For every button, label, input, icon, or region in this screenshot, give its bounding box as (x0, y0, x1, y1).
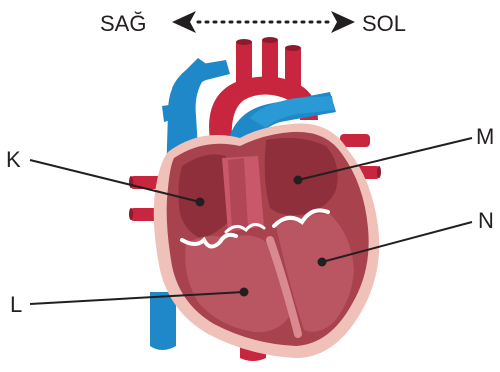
marker-l (240, 288, 249, 297)
marker-m (294, 176, 303, 185)
arrow-left-icon (172, 11, 196, 33)
arrow-right-icon (331, 11, 355, 33)
label-n: N (478, 208, 494, 233)
artery-opening-1 (236, 39, 252, 45)
brachiocephalic-artery (236, 40, 252, 90)
carotid-artery (262, 38, 278, 84)
label-k: K (6, 147, 21, 172)
subclavian-artery (285, 46, 301, 90)
label-m: M (476, 124, 494, 149)
direction-right-label: SOL (362, 11, 406, 36)
vein-opening-3 (377, 166, 381, 178)
label-l: L (10, 292, 22, 317)
vein-opening-2 (129, 208, 133, 220)
artery-opening-3 (285, 45, 301, 51)
heart-illustration (129, 37, 381, 361)
marker-k (196, 198, 205, 207)
marker-n (318, 258, 327, 267)
direction-left-label: SAĞ (100, 11, 146, 36)
inferior-vena-cava (150, 292, 176, 350)
direction-indicator: SAĞ SOL (100, 11, 406, 36)
right-atrium (178, 154, 228, 238)
artery-opening-2 (262, 37, 278, 43)
